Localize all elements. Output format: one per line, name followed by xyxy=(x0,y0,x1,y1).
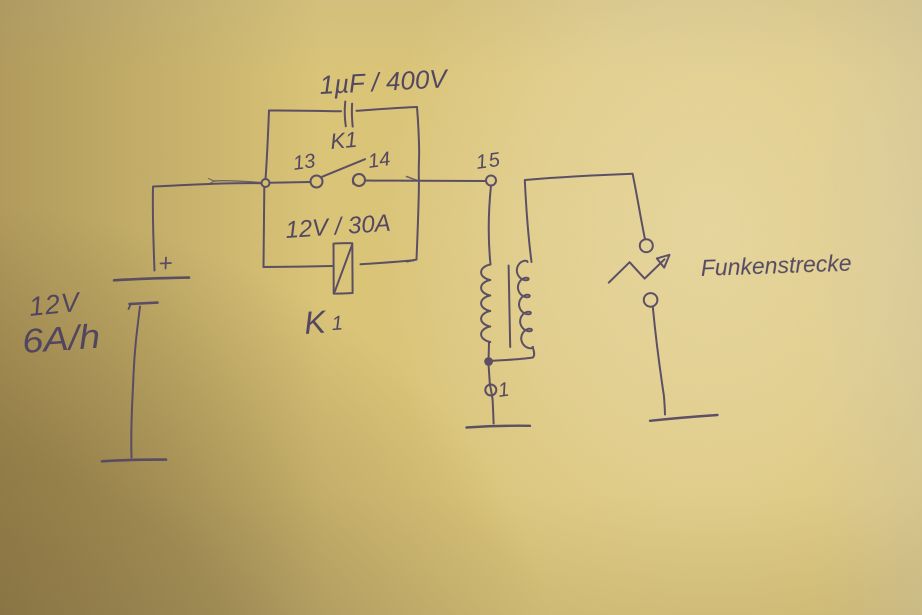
svg-text:K1: K1 xyxy=(303,302,344,341)
svg-text:K1: K1 xyxy=(329,127,358,154)
svg-text:1µF / 400V: 1µF / 400V xyxy=(319,63,450,100)
svg-text:13: 13 xyxy=(292,150,317,175)
svg-text:14: 14 xyxy=(367,148,392,173)
svg-text:Funkenstrecke: Funkenstrecke xyxy=(700,250,852,281)
svg-text:12V: 12V xyxy=(27,287,83,322)
svg-text:15: 15 xyxy=(475,149,503,174)
svg-text:1: 1 xyxy=(497,379,511,402)
svg-text:6A/h: 6A/h xyxy=(21,318,101,361)
